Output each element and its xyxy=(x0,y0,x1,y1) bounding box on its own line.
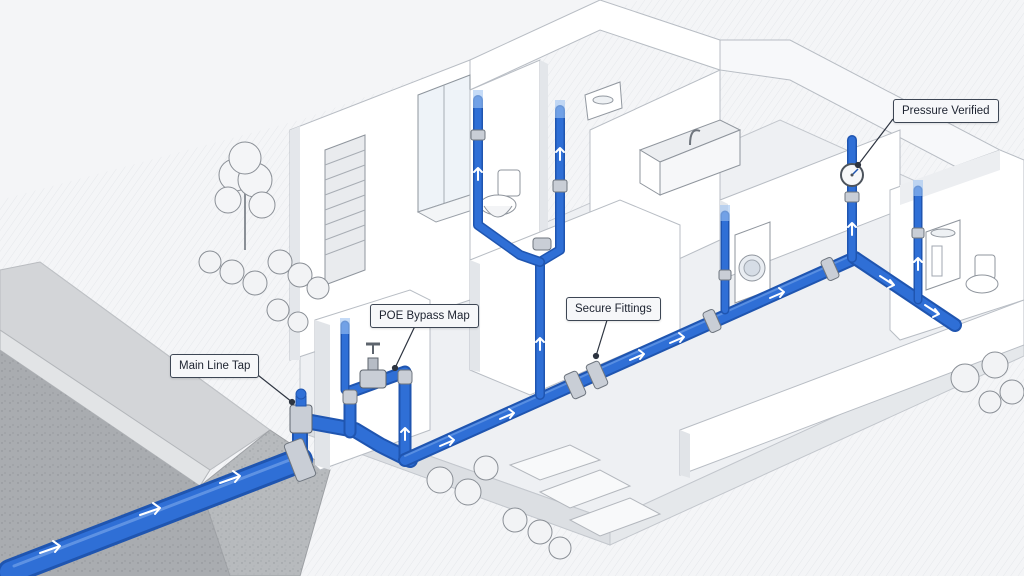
valve-icon xyxy=(289,388,313,434)
stepping-pads xyxy=(508,444,662,537)
pipe-outlets xyxy=(340,90,923,334)
flow-arrow-icon xyxy=(39,147,940,554)
pressure-gauge-icon xyxy=(840,163,864,187)
toilet-icon xyxy=(479,169,521,218)
pressure-verified-label: Pressure Verified xyxy=(893,99,999,123)
shrub-row-left xyxy=(198,249,330,333)
pipe-fittings xyxy=(283,129,925,482)
tree-icon xyxy=(214,141,276,250)
shrub-row-right xyxy=(950,351,1024,414)
main-line-tap-label: Main Line Tap xyxy=(170,354,260,378)
right-toilet-icon xyxy=(965,254,999,294)
washing-machine-icon xyxy=(734,221,771,304)
poe-bypass-map-label: POE Bypass Map xyxy=(370,304,479,328)
right-vanity-icon xyxy=(925,219,961,291)
window-blinds xyxy=(324,134,366,286)
secure-fittings-label: Secure Fittings xyxy=(566,297,661,321)
bypass-valve-icon xyxy=(359,342,387,389)
sidewalk xyxy=(0,261,271,471)
vanity-sink-icon xyxy=(584,81,623,121)
sink-icon xyxy=(638,119,742,196)
callout-leaders xyxy=(253,118,894,406)
shower-icon xyxy=(416,74,490,223)
shrub-row-front xyxy=(426,455,572,560)
